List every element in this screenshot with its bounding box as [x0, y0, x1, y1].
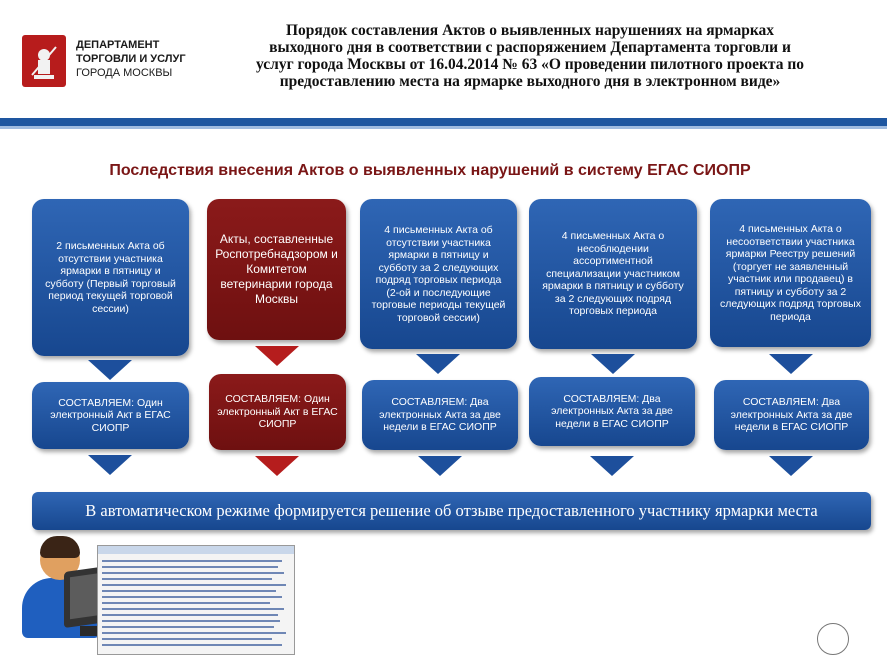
thumbnail-row: [102, 560, 282, 562]
department-logo-text: ДЕПАРТАМЕНТ ТОРГОВЛИ И УСЛУГ ГОРОДА МОСК…: [76, 38, 196, 80]
header-divider: [0, 118, 887, 126]
down-arrow-icon: [416, 354, 460, 374]
down-arrow-icon: [590, 456, 634, 476]
thumbnail-row: [102, 608, 284, 610]
thumbnail-row: [102, 596, 282, 598]
thumbnail-row: [102, 566, 278, 568]
title-line: выходного дня в соответствии с распоряже…: [269, 39, 791, 56]
violation-box-assortment: 4 письменных Акта о несоблюдении ассорти…: [529, 199, 697, 349]
title-line: услуг города Москвы от 16.04.2014 № 63 «…: [255, 56, 805, 73]
page-title: Порядок составления Актов о выявленных н…: [200, 22, 860, 90]
thumbnail-row: [102, 614, 278, 616]
thumbnail-row: [102, 602, 270, 604]
logo-line: ТОРГОВЛИ И УСЛУГ: [76, 53, 186, 65]
down-arrow-icon: [769, 354, 813, 374]
down-arrow-icon: [769, 456, 813, 476]
thumbnail-row: [102, 572, 284, 574]
title-line: предоставлению места на ярмарке выходног…: [279, 73, 781, 90]
violation-box-registry-mismatch: 4 письменных Акта о несоответствии участ…: [710, 199, 871, 347]
action-box-one-act: СОСТАВЛЯЕМ: Один электронный Акт в ЕГАС …: [32, 382, 189, 449]
thumbnail-row: [102, 644, 282, 646]
monitor-stand: [80, 626, 110, 636]
thumbnail-row: [102, 626, 274, 628]
thumbnail-row: [102, 584, 286, 586]
action-box-two-acts: СОСТАВЛЯЕМ: Два электронных Акта за две …: [529, 377, 695, 446]
action-box-two-acts: СОСТАВЛЯЕМ: Два электронных Акта за две …: [362, 380, 518, 450]
down-arrow-icon: [88, 455, 132, 475]
header: [0, 0, 887, 118]
violation-box-rospotrebnadzor: Акты, составленные Роспотребнадзором и К…: [207, 199, 346, 340]
person-hair: [40, 536, 80, 558]
thumbnail-toolbar: [98, 546, 294, 554]
down-arrow-icon: [88, 360, 132, 380]
action-box-one-act-red: СОСТАВЛЯЕМ: Один электронный Акт в ЕГАС …: [209, 374, 346, 450]
thumbnail-row: [102, 578, 272, 580]
system-screenshot-thumbnail: [97, 545, 295, 655]
violation-box-absence-first-period: 2 письменных Акта об отсутствии участник…: [32, 199, 189, 356]
logo-line: ГОРОДА МОСКВЫ: [76, 67, 173, 79]
thumbnail-row: [102, 632, 286, 634]
action-box-two-acts: СОСТАВЛЯЕМ: Два электронных Акта за две …: [714, 380, 869, 450]
logo-line: ДЕПАРТАМЕНТ: [76, 39, 160, 51]
section-subtitle: Последствия внесения Актов о выявленных …: [109, 162, 751, 179]
down-arrow-icon: [255, 346, 299, 366]
navigation-circle-button[interactable]: [817, 623, 849, 655]
auto-decision-banner: В автоматическом режиме формируется реше…: [32, 492, 871, 530]
down-arrow-icon: [591, 354, 635, 374]
down-arrow-icon: [255, 456, 299, 476]
header-divider-light: [0, 126, 887, 129]
moscow-coat-of-arms-icon: [22, 35, 66, 87]
down-arrow-icon: [418, 456, 462, 476]
title-line: Порядок составления Актов о выявленных н…: [285, 22, 775, 39]
thumbnail-row: [102, 638, 272, 640]
violation-box-absence-two-periods: 4 письменных Акта об отсутствии участник…: [360, 199, 517, 349]
thumbnail-row: [102, 620, 280, 622]
thumbnail-row: [102, 590, 276, 592]
